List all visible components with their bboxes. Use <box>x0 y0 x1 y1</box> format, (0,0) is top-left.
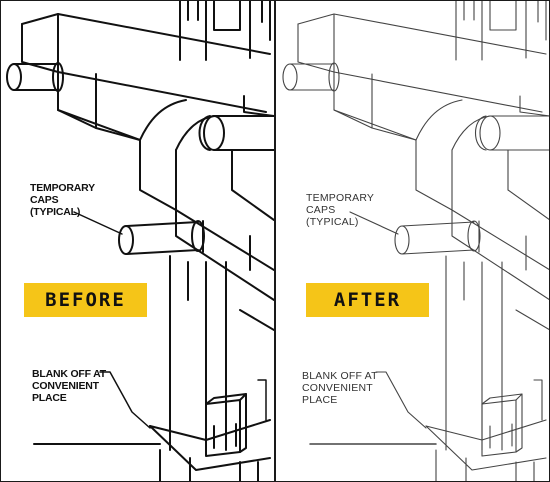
before-duct-drawing <box>6 0 274 482</box>
after-blank-label-line-2: CONVENIENT <box>302 382 373 394</box>
after-panel: AFTER TEMPORARY CAPS (TYPICAL) BLANK OFF… <box>276 0 550 482</box>
before-blank-label-line-3: PLACE <box>32 392 67 404</box>
after-duct-drawing <box>282 0 550 482</box>
after-blank-label-line-1: BLANK OFF AT <box>302 370 378 382</box>
before-blank-label-line-1: BLANK OFF AT <box>32 368 107 380</box>
after-caps-label-line-1: TEMPORARY <box>306 192 375 204</box>
after-caps-label-line-3: (TYPICAL) <box>306 216 359 228</box>
after-blank-label-line-3: PLACE <box>302 394 338 406</box>
before-badge: BEFORE <box>24 283 147 317</box>
before-panel: BEFORE TEMPORARY CAPS (TYPICAL) BLANK OF… <box>0 0 274 482</box>
before-caps-label-line-2: CAPS <box>30 194 59 206</box>
after-badge: AFTER <box>306 283 429 317</box>
before-caps-label-line-3: (TYPICAL) <box>30 206 81 218</box>
panel-divider <box>274 0 276 482</box>
after-caps-label-line-2: CAPS <box>306 204 336 216</box>
before-blank-label-line-2: CONVENIENT <box>32 380 99 392</box>
before-caps-label-line-1: TEMPORARY <box>30 182 95 194</box>
